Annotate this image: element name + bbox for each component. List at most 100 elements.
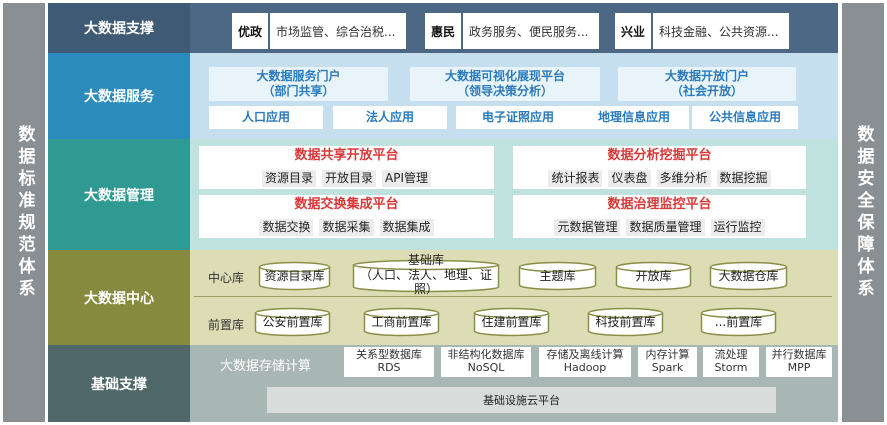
support-group-governance: 优政 市场监管、综合治税... (232, 13, 406, 49)
platform-item: 统计报表 (548, 170, 603, 187)
tech-product: Hadoop (563, 361, 607, 374)
tech-name: 内存计算 (645, 348, 690, 362)
db-base-subtitle: （人口、法人、地理、证照） (359, 267, 492, 297)
db-front-commerce: 工商前置库 (363, 307, 440, 337)
platform-item: 数据交换 (259, 219, 314, 236)
service-portal-open: 大数据开放门户 （社会开放） (618, 67, 796, 101)
row-label-central: 中心库 (208, 271, 245, 285)
support-group-industry: 兴业 科技金融、公共资源... (615, 13, 789, 49)
platform-item: 数据挖掘 (716, 170, 771, 187)
db-front-police: 公安前置库 (254, 307, 331, 337)
center-band: 中心库 前置库 资源目录库 基础库 （人口、法人、地理、证照） 主题库 开放库 … (190, 250, 838, 345)
platform-share-open: 数据共享开放平台 资源目录 开放目录 API管理 (199, 146, 494, 189)
layer-label-service: 大数据服务 (48, 53, 190, 139)
support-group-value: 政务服务、便民服务... (469, 24, 589, 39)
tech-hadoop: 存储及离线计算 Hadoop (539, 347, 631, 377)
db-base-title: 基础库 (407, 253, 444, 268)
db-label: 资源目录库 (264, 268, 325, 283)
management-band: 数据共享开放平台 资源目录 开放目录 API管理 数据分析挖掘平台 统计报表 仪… (190, 139, 838, 250)
platform-item: 数据集成 (379, 219, 434, 236)
storage-compute-label: 大数据存储计算 (219, 359, 311, 374)
db-open: 开放库 (615, 261, 692, 291)
tech-product: Spark (651, 361, 684, 374)
service-portal-share: 大数据服务门户 （部门共享） (209, 67, 388, 101)
tech-product: Storm (714, 361, 748, 374)
db-label: 住建前置库 (481, 314, 542, 329)
db-topic: 主题库 (518, 261, 597, 291)
platform-title: 数据共享开放平台 (294, 148, 399, 163)
portal-title: 大数据开放门户 (664, 69, 749, 83)
service-app-e-license: 电子证照应用 (456, 106, 580, 129)
platform-item: 数据采集 (319, 219, 374, 236)
portal-subtitle: （部门共享） (262, 84, 335, 98)
tech-product: MPP (787, 361, 811, 374)
support-group-key: 惠民 (425, 13, 464, 49)
platform-item: 多维分析 (656, 170, 711, 187)
row-label-front: 前置库 (208, 318, 245, 332)
tech-name: 关系型数据库 (356, 348, 422, 362)
platform-item: 运行监控 (710, 219, 765, 236)
platform-governance-monitor: 数据治理监控平台 元数据管理 数据质量管理 运行监控 (513, 195, 806, 238)
db-front-more: ...前置库 (700, 307, 777, 337)
tech-spark: 内存计算 Spark (638, 347, 697, 377)
db-label: 工商前置库 (371, 314, 432, 329)
support-band: 优政 市场监管、综合治税... 惠民 政务服务、便民服务... 兴业 科技金融、… (190, 3, 838, 53)
platform-title: 数据治理监控平台 (607, 197, 712, 212)
security-system-label: 数据安全保障体系 (853, 124, 874, 301)
tech-name: 存储及离线计算 (546, 348, 624, 362)
platform-item: API管理 (382, 170, 432, 187)
service-app-public-info: 公共信息应用 (692, 106, 798, 129)
standards-system-column: 数据标准规范体系 (3, 3, 45, 422)
service-app-geographic: 地理信息应用 (579, 106, 689, 129)
portal-title: 大数据服务门户 (256, 69, 341, 83)
tech-product: NoSQL (467, 361, 505, 374)
db-label: ...前置库 (714, 314, 763, 329)
tech-nosql: 非结构化数据库 NoSQL (441, 347, 531, 377)
service-band: 大数据服务门户 （部门共享） 大数据可视化展现平台 （领导决策分析） 大数据开放… (190, 53, 838, 139)
platform-title: 数据分析挖掘平台 (607, 148, 712, 163)
standards-system-label: 数据标准规范体系 (14, 124, 35, 301)
db-label: 公安前置库 (262, 314, 323, 329)
db-front-technology: 科技前置库 (587, 307, 664, 337)
security-system-column: 数据安全保障体系 (842, 3, 884, 422)
portal-title: 大数据可视化展现平台 (444, 69, 565, 83)
platform-item: 仪表盘 (608, 170, 651, 187)
portal-subtitle: （社会开放） (670, 84, 743, 98)
platform-exchange-integration: 数据交换集成平台 数据交换 数据采集 数据集成 (199, 195, 494, 238)
service-app-legal-person: 法人应用 (333, 106, 447, 129)
support-group-people: 惠民 政务服务、便民服务... (425, 13, 599, 49)
tech-name: 流处理 (714, 348, 748, 362)
platform-analysis-mining: 数据分析挖掘平台 统计报表 仪表盘 多维分析 数据挖掘 (513, 146, 806, 189)
db-label: 开放库 (635, 268, 672, 283)
platform-item: 元数据管理 (554, 219, 621, 236)
support-group-value: 科技金融、公共资源... (659, 24, 779, 39)
platform-item: 资源目录 (261, 170, 316, 187)
layer-label-management: 大数据管理 (48, 139, 190, 250)
db-label: 科技前置库 (595, 314, 656, 329)
layer-label-support: 大数据支撑 (48, 3, 190, 53)
support-group-value: 市场监管、综合治税... (276, 24, 396, 39)
support-group-key: 兴业 (615, 13, 654, 49)
tech-storm: 流处理 Storm (703, 347, 759, 377)
layer-label-foundation: 基础支撑 (48, 345, 190, 422)
support-group-key: 优政 (232, 13, 271, 49)
tech-product: RDS (377, 361, 401, 374)
platform-item: 数据质量管理 (626, 219, 705, 236)
db-label: 主题库 (539, 268, 576, 283)
db-label: 大数据仓库 (718, 268, 779, 283)
db-front-housing: 住建前置库 (473, 307, 550, 337)
tech-name: 并行数据库 (771, 348, 827, 362)
platform-item: 开放目录 (322, 170, 377, 187)
db-warehouse: 大数据仓库 (709, 261, 788, 291)
db-resource-catalog: 资源目录库 (258, 261, 331, 291)
portal-subtitle: （领导决策分析） (456, 84, 553, 98)
layer-label-center: 大数据中心 (48, 250, 190, 345)
tech-rds: 关系型数据库 RDS (344, 347, 434, 377)
tech-mpp: 并行数据库 MPP (766, 347, 832, 377)
cloud-platform: 基础设施云平台 (267, 387, 776, 413)
db-base: 基础库 （人口、法人、地理、证照） (352, 253, 500, 296)
platform-title: 数据交换集成平台 (294, 197, 399, 212)
service-portal-visualization: 大数据可视化展现平台 （领导决策分析） (410, 67, 600, 101)
row-divider (194, 296, 832, 297)
tech-name: 非结构化数据库 (447, 348, 525, 362)
